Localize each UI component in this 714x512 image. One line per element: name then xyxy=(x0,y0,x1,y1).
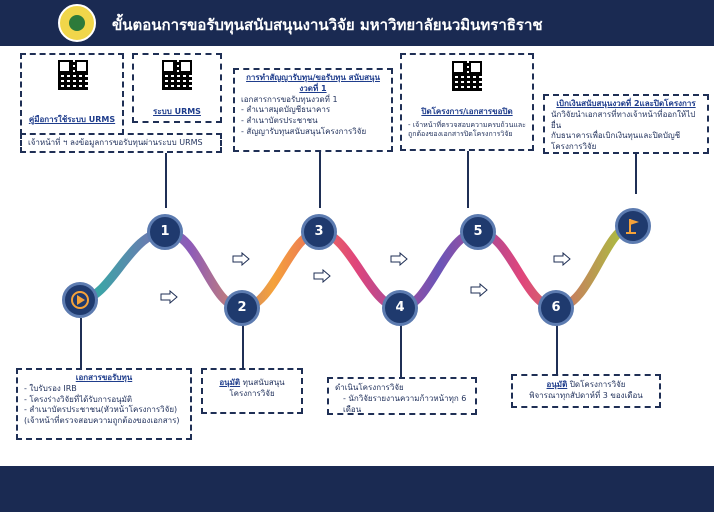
close-lines: - เจ้าหน้าที่ตรวจสอบความครบถ้วนและ ถูกต้… xyxy=(408,121,528,140)
connector-line xyxy=(319,152,321,208)
header-bar: ขั้นตอนการขอรับทุนสนับสนุนงานวิจัย มหาวิ… xyxy=(0,0,714,46)
progress-box: ดำเนินโครงการวิจัย - นักวิจัยรายงานความก… xyxy=(327,377,477,415)
start-node xyxy=(62,282,98,318)
step-node-2: 2 xyxy=(224,290,260,326)
approve-label: อนุมัติ xyxy=(219,378,241,387)
connector-line xyxy=(467,151,469,208)
close-line: ถูกต้องของเอกสารปิดโครงการวิจัย xyxy=(408,130,513,139)
connector-line xyxy=(165,153,167,208)
connector-line xyxy=(556,324,558,374)
approve-text2: โครงการวิจัย xyxy=(229,388,275,398)
contract-box: การทำสัญญารับทุน/ขอรับทุน สนับสนุนงวดที่… xyxy=(233,68,393,152)
step-node-1: 1 xyxy=(147,214,183,250)
urms-system-label: ระบบ URMS xyxy=(153,107,201,116)
page-title: ขั้นตอนการขอรับทุนสนับสนุนงานวิจัย มหาวิ… xyxy=(112,16,543,34)
contract-title: การทำสัญญารับทุน/ขอรับทุน สนับสนุนงวดที่… xyxy=(246,73,380,93)
close-approve-text: ปิดโครงการวิจัย xyxy=(569,380,626,389)
approve-text: ทุนสนับสนุน xyxy=(242,378,285,387)
close-title: ปิดโครงการ/เอกสารขอปิด xyxy=(421,107,513,116)
connector-line xyxy=(635,154,637,194)
docs-title: เอกสารขอรับทุน xyxy=(75,373,133,382)
close-approve-box: อนุมัติ ปิดโครงการวิจัย พิจารณาทุกสัปดาห… xyxy=(511,374,661,408)
flag-icon xyxy=(626,219,639,234)
urms-note: เจ้าหน้าที่ ฯ ลงข้อมูลการขอรับทุนผ่านระบ… xyxy=(28,138,203,147)
qr-code-icon xyxy=(162,60,192,90)
qr-code-icon xyxy=(58,60,88,90)
docs-line: (เจ้าหน้าที่ตรวจสอบความถูกต้องของเอกสาร) xyxy=(24,416,180,426)
contract-line: เอกสารการขอรับทุนงวดที่ 1 xyxy=(241,94,338,104)
connector-line xyxy=(242,324,244,368)
connector-line xyxy=(80,318,82,368)
arrow-right-icon xyxy=(553,252,571,266)
urms-manual-label: คู่มือการใช้ระบบ URMS xyxy=(28,115,116,124)
final-box: เบิกเงินสนับสนุนงวดที่ 2และปิดโครงการ นั… xyxy=(543,94,709,154)
arrow-right-icon xyxy=(313,269,331,283)
progress-title: ดำเนินโครงการวิจัย xyxy=(335,383,404,392)
final-line: โครงการวิจัย xyxy=(551,142,597,152)
documents-box: เอกสารขอรับทุน - ใบรับรอง IRB - โครงร่าง… xyxy=(16,368,192,440)
final-line: กับธนาคารเพื่อเบิกเงินทุนและปิดบัญชี xyxy=(551,131,681,141)
urms-system-box: ระบบ URMS xyxy=(132,53,222,123)
urms-manual-box: คู่มือการใช้ระบบ URMS xyxy=(20,53,124,135)
finish-node xyxy=(615,208,651,244)
progress-line: - นักวิจัยรายงานความก้าวหน้าทุก 6 เดือน xyxy=(343,393,467,414)
step-node-5: 5 xyxy=(460,214,496,250)
play-icon xyxy=(71,291,89,309)
docs-line: - ใบรับรอง IRB xyxy=(24,383,77,393)
approve-box: อนุมัติ ทุนสนับสนุน โครงการวิจัย xyxy=(201,368,303,414)
final-title: เบิกเงินสนับสนุนงวดที่ 2และปิดโครงการ xyxy=(556,99,696,108)
connector-line xyxy=(400,325,402,377)
docs-line: - โครงร่างวิจัยที่ได้รับการอนุมัติ xyxy=(24,394,133,404)
urms-note-box: เจ้าหน้าที่ ฯ ลงข้อมูลการขอรับทุนผ่านระบ… xyxy=(20,133,222,153)
contract-line: - สัญญารับทุนสนับสนุนโครงการวิจัย xyxy=(241,126,367,136)
arrow-right-icon xyxy=(232,252,250,266)
step-node-4: 4 xyxy=(382,290,418,326)
close-project-box: ปิดโครงการ/เอกสารขอปิด - เจ้าหน้าที่ตรวจ… xyxy=(400,53,534,151)
close-approve-label: อนุมัติ xyxy=(546,380,568,389)
university-logo xyxy=(58,4,96,42)
arrow-right-icon xyxy=(390,252,408,266)
contract-line: - สำเนาสมุดบัญชีธนาคาร xyxy=(241,105,331,115)
arrow-right-icon xyxy=(160,290,178,304)
step-node-3: 3 xyxy=(301,214,337,250)
final-line: นักวิจัยนำเอกสารที่ทางเจ้าหน้าที่ออกให้ไ… xyxy=(551,109,696,130)
qr-code-icon xyxy=(452,61,482,91)
step-node-6: 6 xyxy=(538,290,574,326)
docs-line: - สำเนาบัตรประชาชน(หัวหน้าโครงการวิจัย) xyxy=(24,405,178,415)
close-line: - เจ้าหน้าที่ตรวจสอบความครบถ้วนและ xyxy=(408,121,526,129)
contract-line: - สำเนาบัตรประชาชน xyxy=(241,116,318,126)
close-approve-line2: พิจารณาทุกสัปดาห์ที่ 3 ของเดือน xyxy=(529,390,643,400)
footer-bar xyxy=(0,466,714,512)
arrow-right-icon xyxy=(470,283,488,297)
